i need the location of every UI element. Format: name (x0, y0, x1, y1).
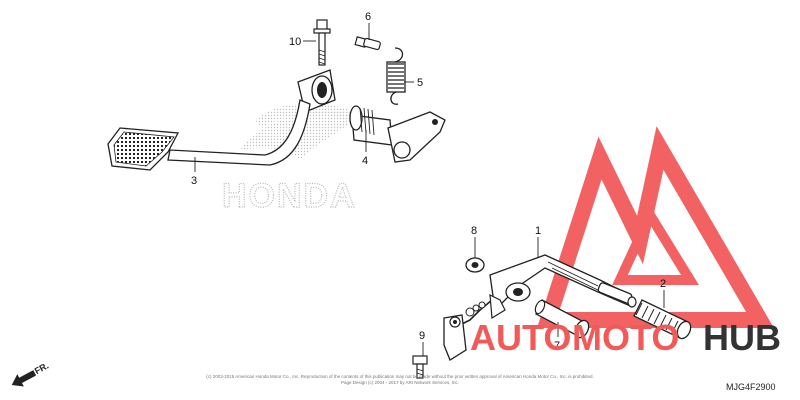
part-2-footpeg-rubber (633, 299, 692, 340)
callout-3: 3 (191, 175, 197, 187)
part-8-washer (465, 257, 485, 273)
automotohub-wordmark: AUTO MOTO HUB (470, 317, 781, 358)
part-10-bolt (313, 19, 331, 66)
honda-watermark-text: HONDA (222, 177, 357, 215)
brand-auto-text: AUTO (470, 317, 571, 358)
part-3-brake-pedal (107, 69, 336, 171)
part-7-pin (534, 299, 590, 339)
part-1-step-bracket (443, 254, 637, 361)
callout-10: 10 (289, 36, 301, 48)
front-direction-arrow-icon (11, 370, 37, 387)
callout-9: 9 (419, 330, 425, 342)
leader-lines (194, 23, 665, 356)
callout-6: 6 (365, 11, 371, 23)
diagram-code: MJG4F2900 (726, 382, 776, 392)
callout-5: 5 (417, 77, 423, 89)
part-6-bolt (354, 36, 381, 51)
callout-4: 4 (362, 155, 368, 167)
callout-7: 7 (554, 340, 560, 352)
copyright-line-1: (c) 2003-2015 American Honda Motor Co., … (206, 374, 593, 379)
automotohub-logo-icon (537, 126, 774, 328)
brand-hub-text: HUB (703, 317, 781, 358)
copyright-line-2: Page Design (c) 2004 - 2017 by ARI Netwo… (341, 380, 459, 385)
callout-1: 1 (535, 225, 541, 237)
callout-labels: 10 6 5 4 3 1 2 8 7 9 (191, 11, 666, 352)
callout-2: 2 (660, 278, 666, 290)
part-4-pivot-shaft (349, 105, 446, 163)
front-direction-label: FR. (33, 360, 50, 376)
part-9-bolt (412, 355, 428, 379)
brand-moto-text: MOTO (572, 317, 679, 358)
part-5-spring (386, 47, 406, 105)
callout-8: 8 (471, 225, 477, 237)
